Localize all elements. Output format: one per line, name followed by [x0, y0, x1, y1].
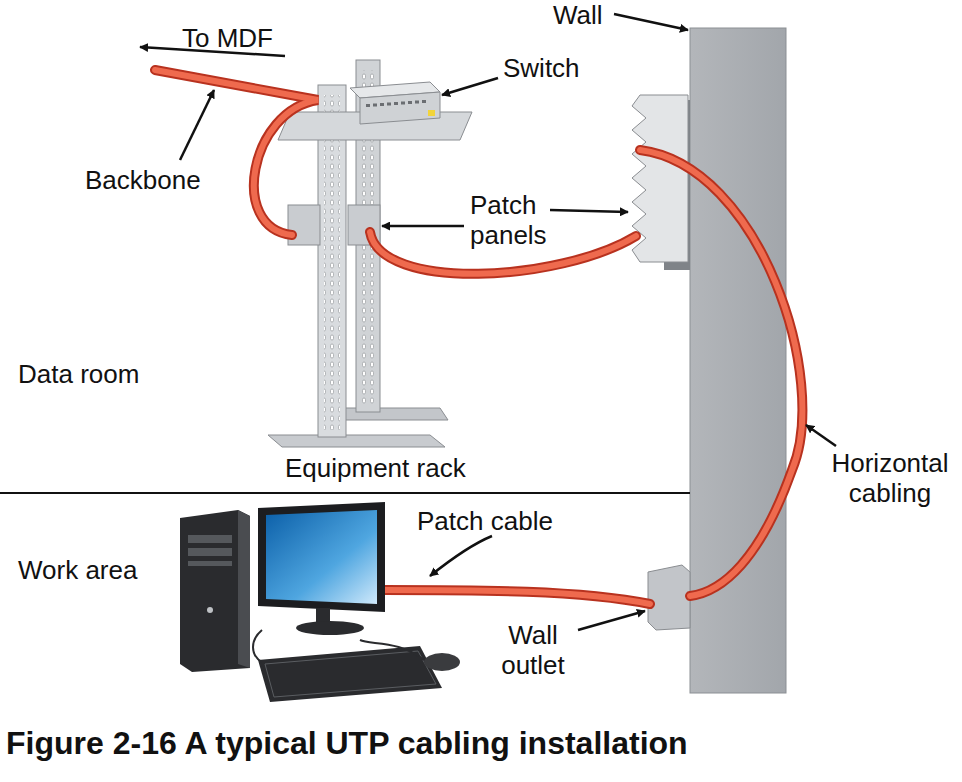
horizontal-cable: [640, 150, 802, 596]
leader-line: [180, 90, 214, 160]
leader-line: [614, 14, 688, 30]
cable-label: Backbone: [85, 165, 201, 195]
drive-bay: [188, 548, 232, 556]
cable-label: Patch cable: [417, 506, 553, 536]
destination-label: To MDF: [182, 23, 273, 53]
wall-outlet: [648, 565, 690, 630]
switch-led: [428, 110, 435, 116]
keyboard-cord: [253, 630, 262, 662]
rack-holes: [324, 95, 340, 430]
mouse: [424, 653, 460, 671]
component-label: Wall outlet: [483, 620, 583, 680]
switch: [278, 82, 472, 140]
figure-caption: Figure 2-16 A typical UTP cabling instal…: [6, 724, 688, 762]
cables: [155, 70, 802, 604]
monitor: [258, 502, 385, 612]
leader-line: [430, 536, 492, 576]
device-label: Switch: [503, 53, 580, 83]
pc-tower-side: [238, 510, 250, 668]
backbone-cable: [155, 70, 318, 235]
area-label: Work area: [18, 555, 137, 585]
switch-front: [360, 92, 440, 124]
mouse-cord: [360, 640, 424, 660]
monitor-base: [296, 621, 364, 635]
wall-patch-panel: [632, 95, 690, 270]
backbone-cable: [155, 70, 318, 235]
patch-cable: [385, 590, 650, 604]
pc-tower: [180, 510, 250, 672]
keyboard-keys: [265, 651, 436, 697]
leader-line: [806, 425, 836, 446]
monitor-screen: [266, 510, 377, 604]
leader-lines: [140, 14, 836, 630]
rack-base: [268, 435, 445, 447]
component-label: Equipment rack: [285, 453, 466, 483]
leader-line: [578, 611, 645, 630]
room-divider: [0, 492, 690, 494]
leader-line: [550, 210, 628, 212]
area-label: Data room: [18, 359, 139, 389]
switch-ports: [366, 100, 426, 107]
power-button: [207, 607, 213, 613]
leader-line: [382, 225, 464, 228]
wall-label: Wall: [553, 0, 603, 30]
patch-cable: [385, 590, 650, 604]
drive-bay: [188, 535, 232, 543]
leader-line: [442, 78, 498, 95]
horizontal-cable: [640, 150, 802, 596]
drive-bay: [188, 561, 232, 566]
component-label: Patch panels: [470, 190, 562, 250]
cable-label: Horizontal cabling: [825, 448, 955, 508]
rack-base: [330, 408, 448, 420]
